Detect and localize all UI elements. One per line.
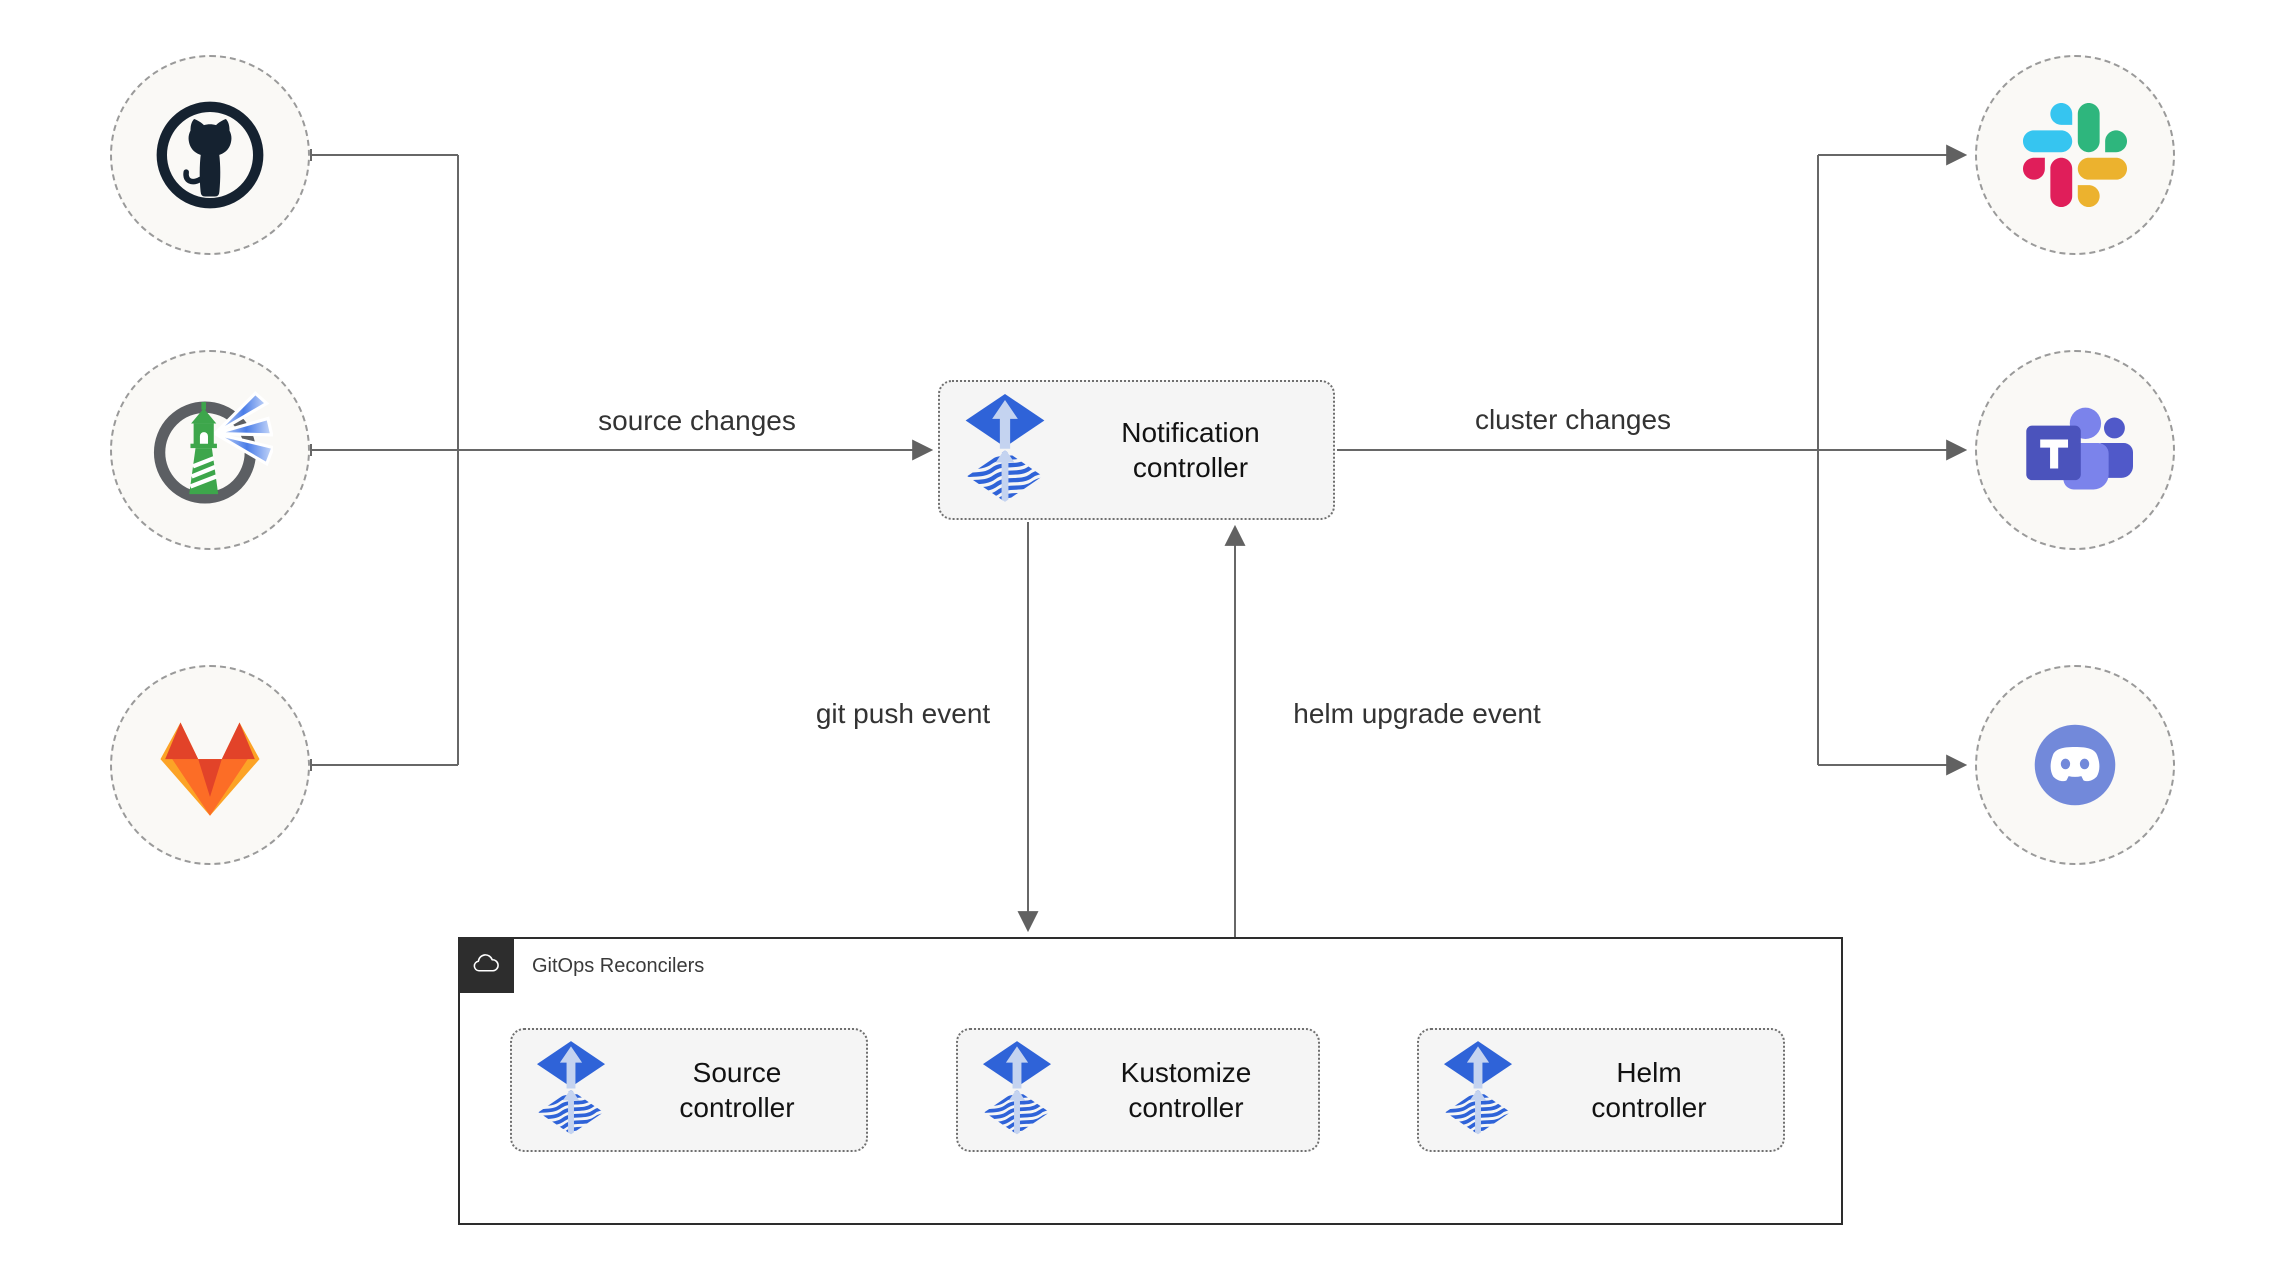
gitlab-node xyxy=(110,665,310,865)
slack-icon xyxy=(2023,103,2127,207)
flux-icon xyxy=(1441,1041,1515,1139)
discord-node xyxy=(1975,665,2175,865)
node-label: Helm controller xyxy=(1591,1057,1707,1123)
flux-icon xyxy=(534,1041,608,1139)
teams-icon xyxy=(2026,407,2133,490)
notification-controller-node: Notification controller xyxy=(938,380,1335,520)
teams-node xyxy=(1975,350,2175,550)
github-node xyxy=(110,55,310,255)
github-icon xyxy=(156,101,264,209)
harbor-node xyxy=(110,350,310,550)
node-label: Kustomize controller xyxy=(1120,1057,1252,1123)
kustomize-controller-node: Kustomize controller xyxy=(956,1028,1320,1152)
discord-icon xyxy=(2034,724,2116,806)
harbor-icon xyxy=(153,391,273,504)
edge-label-source-changes: source changes xyxy=(598,405,796,436)
node-label: Notification controller xyxy=(1121,417,1260,483)
source-controller-node: Source controller xyxy=(510,1028,868,1152)
cloud-badge xyxy=(458,937,514,993)
flux-icon xyxy=(962,394,1048,507)
cloud-icon xyxy=(473,954,499,972)
node-label: Source controller xyxy=(679,1057,795,1123)
slack-node xyxy=(1975,55,2175,255)
helm-controller-node: Helm controller xyxy=(1417,1028,1785,1152)
group-title: GitOps Reconcilers xyxy=(532,955,705,977)
edge-label-git-push-event: git push event xyxy=(815,698,991,729)
flux-icon xyxy=(980,1041,1054,1139)
gitlab-icon xyxy=(160,722,260,816)
edge-label-helm-upgrade-event: helm upgrade event xyxy=(1293,698,1541,729)
edge-label-cluster-changes: cluster changes xyxy=(1474,404,1672,435)
